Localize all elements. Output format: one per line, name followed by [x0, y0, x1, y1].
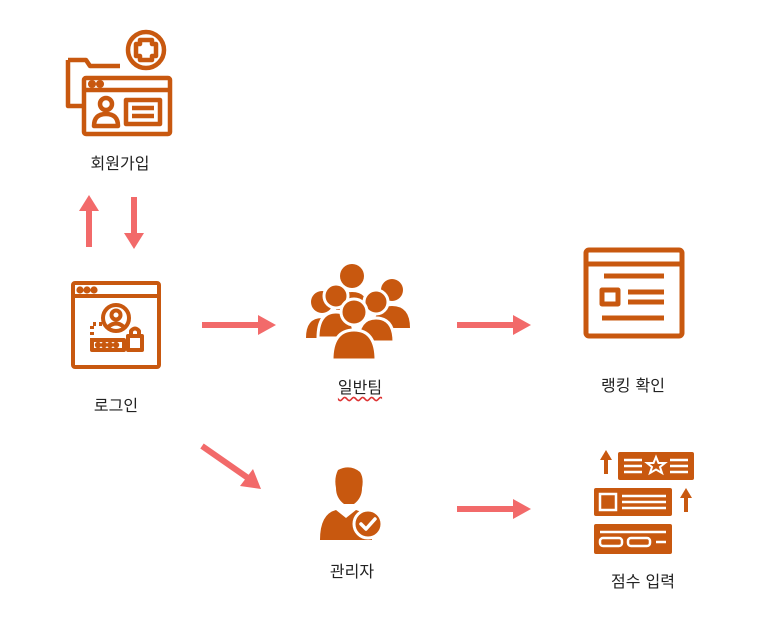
- score-list-icon: [594, 450, 694, 554]
- arrow-up: [79, 195, 99, 247]
- login-label: 로그인: [93, 396, 139, 415]
- ranking-label: 랭킹 확인: [601, 376, 665, 395]
- admin-check-icon: [320, 467, 384, 540]
- folder-profile-plus-icon: [65, 29, 173, 137]
- team-group-icon: [306, 264, 410, 362]
- signup-label: 회원가입: [90, 154, 150, 173]
- ranking-document-icon: [583, 247, 685, 339]
- arrow-login-to-team: [202, 315, 276, 335]
- arrow-team-to-ranking: [457, 315, 531, 335]
- score-input-label: 점수 입력: [611, 572, 675, 591]
- browser-login-lock-icon: [71, 281, 161, 369]
- arrow-down: [124, 197, 144, 249]
- general-team-label: 일반팀: [337, 378, 383, 397]
- arrow-admin-to-score: [457, 499, 531, 519]
- arrow-login-to-admin: [200, 443, 261, 489]
- admin-label: 관리자: [329, 562, 375, 581]
